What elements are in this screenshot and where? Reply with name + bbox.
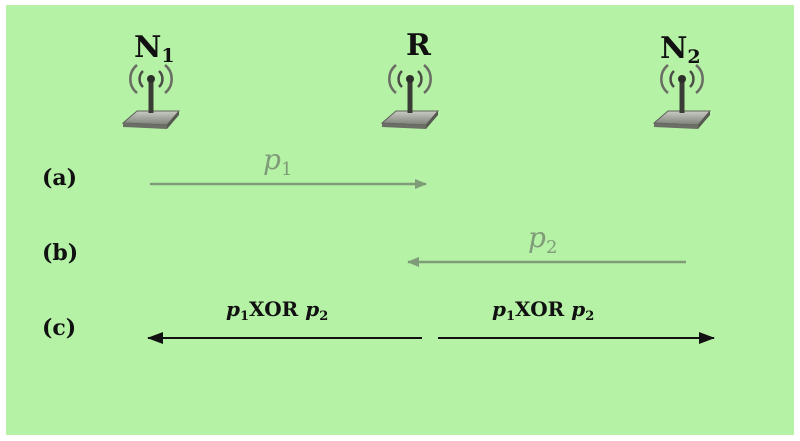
packet-a-index: 1: [280, 159, 293, 180]
packet-c-right-p1: p: [492, 297, 506, 321]
packet-c-right-i2: 2: [585, 309, 595, 324]
packet-c-left-label: p1XOR p2: [226, 297, 328, 324]
node-n2-index: 2: [687, 46, 701, 68]
packet-c-right-p2: p: [571, 297, 586, 321]
packet-b-symbol: p: [528, 221, 546, 254]
node-n2-label: N2: [660, 34, 701, 67]
node-n2-letter: N: [660, 31, 688, 66]
packet-c-right-label: p1XOR p2: [492, 297, 594, 324]
diagram-canvas: N1 R N2: [6, 5, 794, 435]
row-b-label: (b): [42, 240, 79, 266]
row-a-label: (a): [42, 165, 78, 191]
packet-c-left-op: XOR: [249, 297, 299, 321]
node-n2-router-icon: [652, 63, 712, 131]
diagram-graphics: [121, 63, 715, 344]
packet-a-label: p1: [263, 143, 292, 180]
row-c-label: (c): [42, 315, 77, 341]
node-n1-letter: N: [134, 30, 162, 65]
packet-c-left-p2: p: [305, 297, 320, 321]
node-n1-label: N1: [134, 33, 175, 66]
packet-c-left-i1: 1: [239, 309, 250, 324]
node-r-router-icon: [380, 63, 440, 131]
node-n1-index: 1: [161, 45, 175, 67]
node-r-label: R: [406, 31, 431, 61]
node-n1-router-icon: [121, 63, 181, 131]
packet-c-right-i1: 1: [505, 309, 516, 324]
packet-c-right-op: XOR: [515, 297, 565, 321]
packet-c-left-i2: 2: [319, 309, 329, 324]
packet-b-index: 2: [545, 237, 558, 258]
packet-c-left-p1: p: [226, 297, 240, 321]
packet-b-label: p2: [528, 221, 557, 258]
node-r-letter: R: [406, 28, 431, 63]
packet-a-symbol: p: [263, 143, 281, 176]
